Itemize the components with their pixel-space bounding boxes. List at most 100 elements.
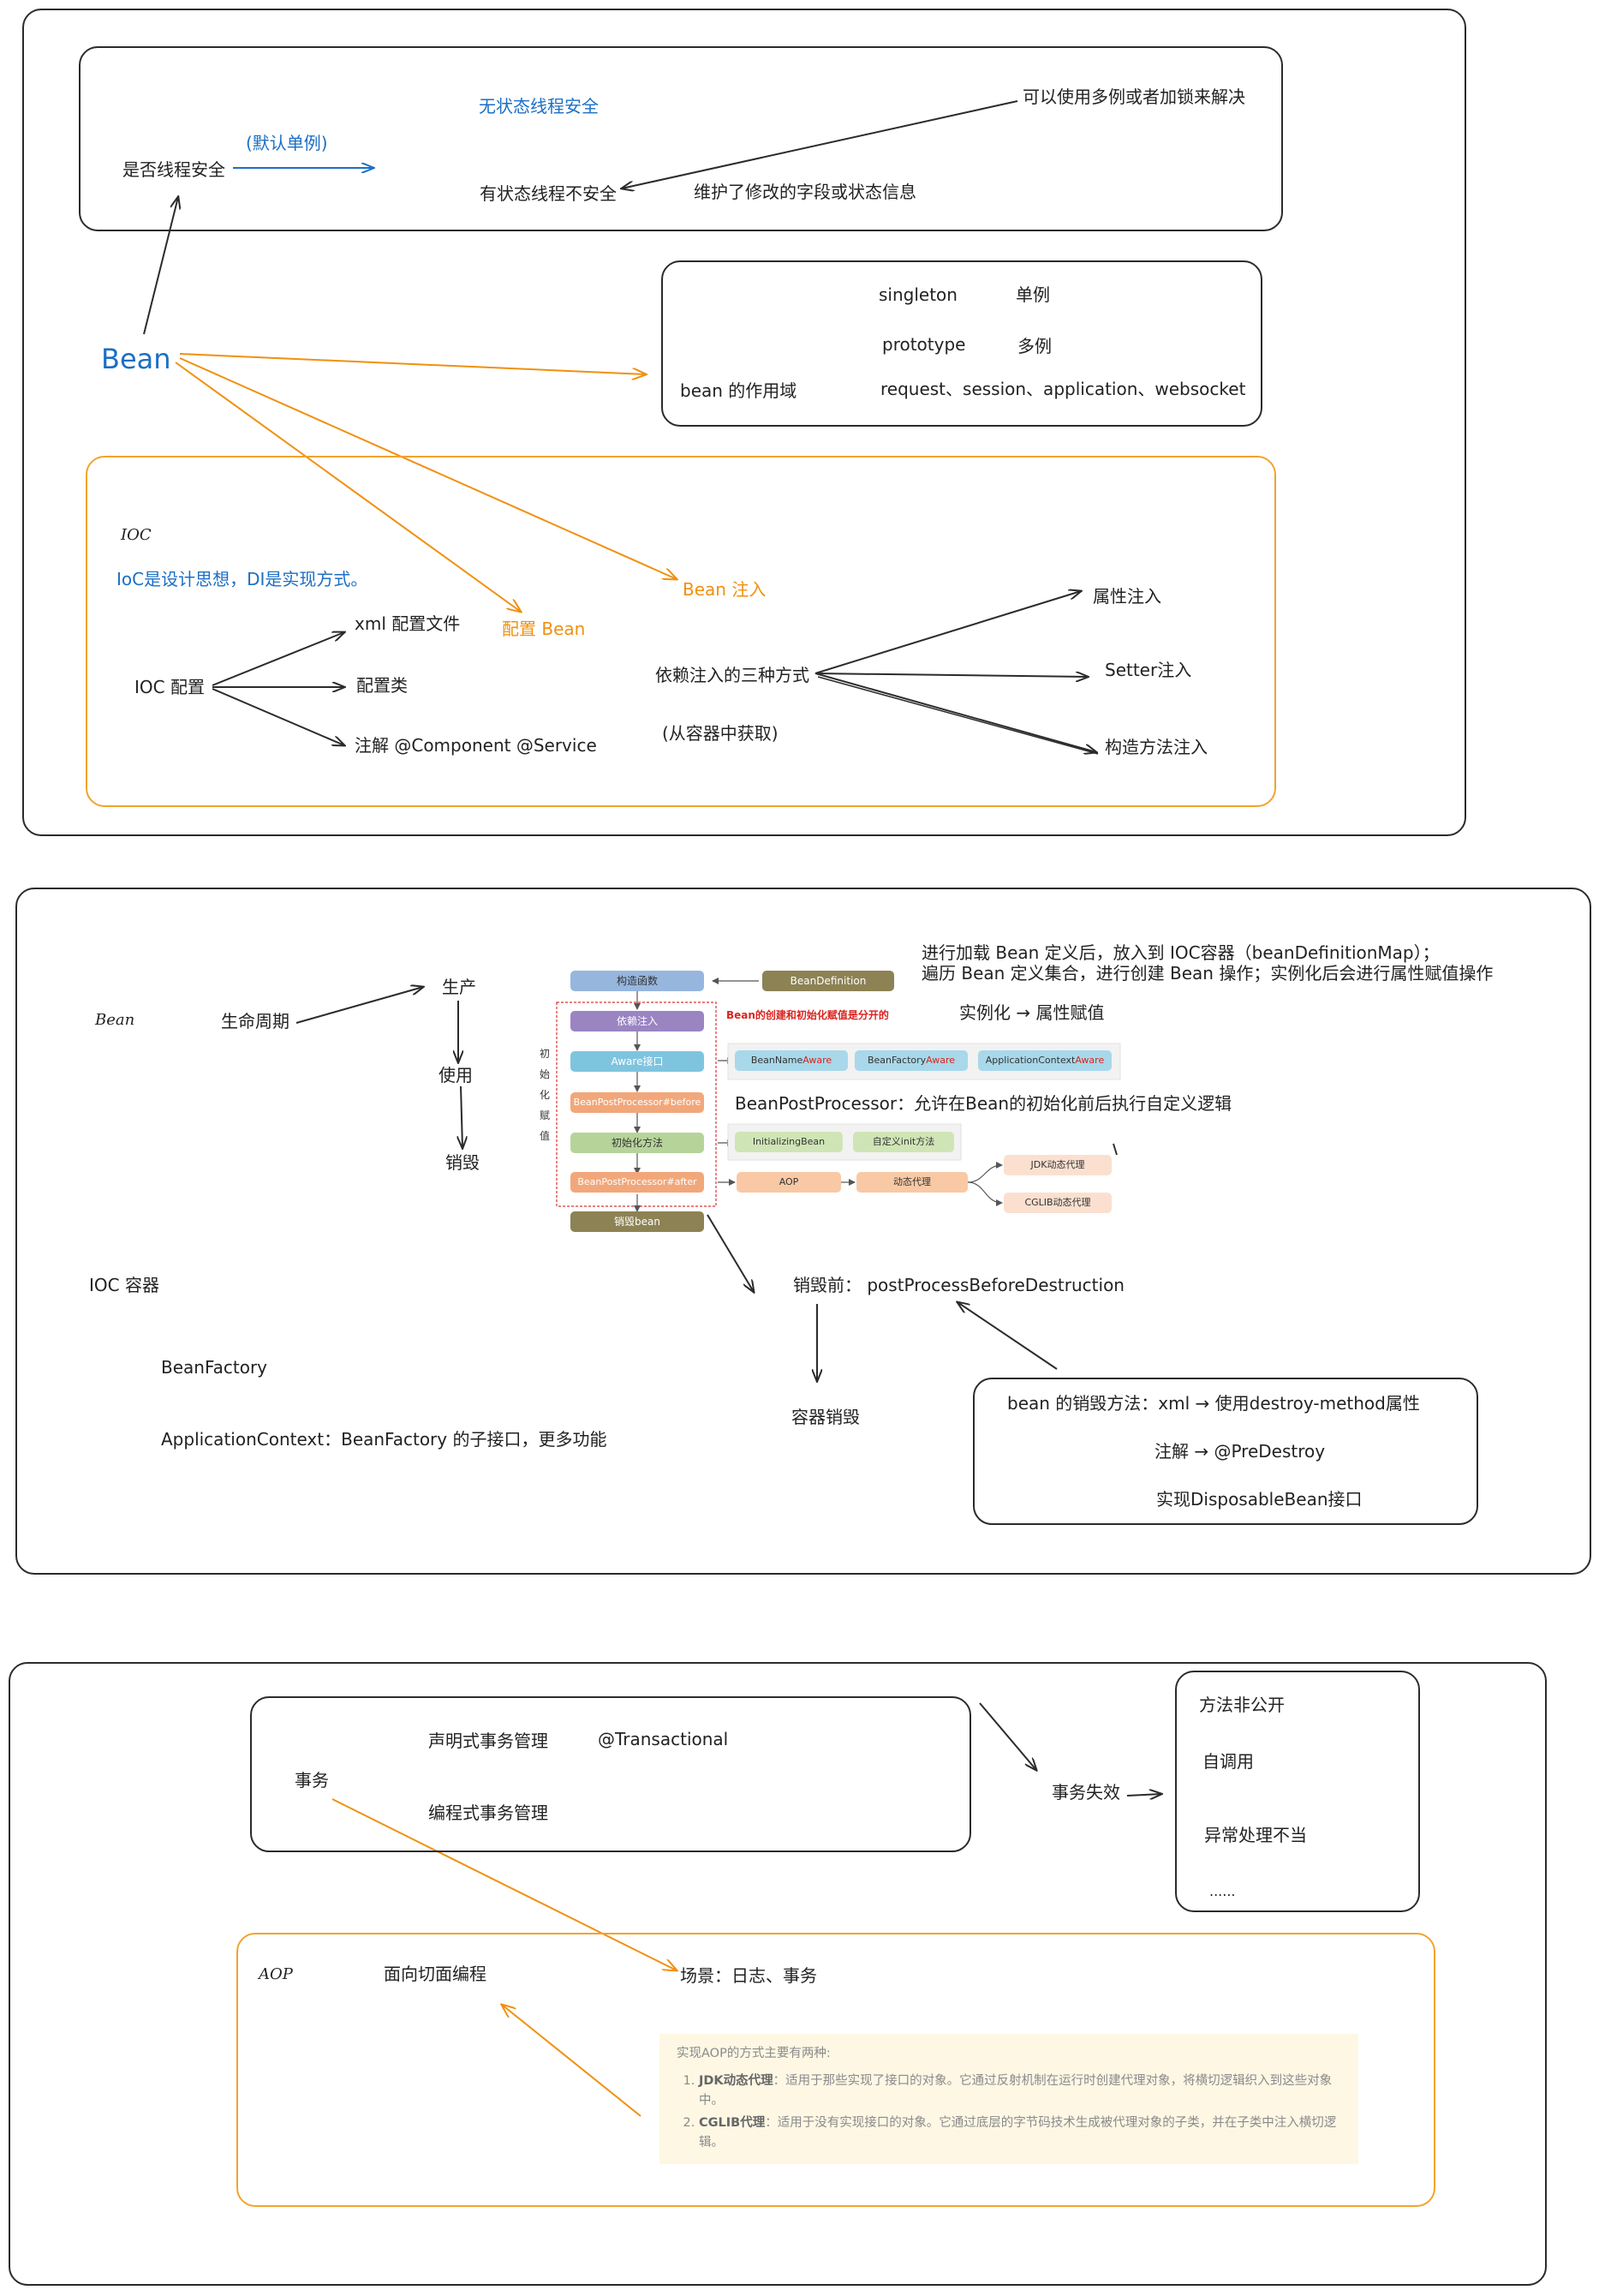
- arrow-ioc-to-xml: [212, 632, 344, 686]
- flow-bean-definition: BeanDefinition: [762, 971, 894, 991]
- ioc-container-label: IOC 容器: [89, 1275, 159, 1295]
- bean-injection-label: Bean 注入: [683, 579, 767, 600]
- lifecycle-bean-label: Bean: [95, 1011, 135, 1029]
- flow-cglib-proxy: CGLIB动态代理: [1004, 1193, 1112, 1213]
- aware-suffix: Aware: [926, 1055, 956, 1066]
- ioc-config-label: IOC 配置: [134, 677, 205, 697]
- arrow-transaction-to-scenario: [331, 1798, 677, 1970]
- declarative-label: 声明式事务管理: [428, 1731, 548, 1751]
- side-char: 值: [539, 1130, 550, 1142]
- aop-note-item-title: CGLIB代理: [699, 2116, 766, 2131]
- thread-safety-box: [79, 46, 1283, 231]
- programmatic-label: 编程式事务管理: [428, 1803, 548, 1823]
- scope-prototype: prototype: [882, 334, 966, 355]
- application-context-label: ApplicationContext：BeanFactory 的子接口，更多功能: [161, 1429, 607, 1450]
- arrow-note-to-aop: [502, 2005, 641, 2117]
- flow-bpp-before: BeanPostProcessor#before: [570, 1092, 704, 1113]
- panel-transaction-aop: [9, 1662, 1547, 2286]
- bean-title: Bean: [101, 343, 171, 375]
- before-destroy-label: 销毁前： postProcessBeforeDestruction: [793, 1275, 1125, 1295]
- flow-bean-name-aware: BeanNameAware: [735, 1050, 848, 1071]
- aop-title: AOP: [259, 1965, 293, 1983]
- lifecycle-desc-line2: 遍历 Bean 定义集合，进行创建 Bean 操作；实例化后会进行属性赋值操作: [922, 963, 1494, 984]
- default-singleton-label: (默认单例): [246, 133, 328, 153]
- scope-singleton: singleton: [879, 284, 958, 305]
- arrow-di-to-constructor: [814, 673, 1096, 752]
- flow-bean-factory-aware: BeanFactoryAware: [855, 1050, 968, 1071]
- arrow-di-to-field: [814, 591, 1081, 674]
- flow-dynamic-proxy: 动态代理: [856, 1172, 968, 1193]
- from-container-label: (从容器中获取): [662, 723, 779, 744]
- aware-suffix: Aware: [1075, 1055, 1105, 1066]
- reason-label: 维护了修改的字段或状态信息: [694, 182, 916, 202]
- arrow-flow-to-before-destroy: [707, 1214, 754, 1292]
- aware-suffix: Aware: [802, 1055, 832, 1066]
- use-label: 使用: [439, 1065, 473, 1085]
- side-char: 始: [539, 1068, 550, 1080]
- cursor-mark: [1113, 1143, 1118, 1156]
- arrow-solution-to-stateful: [622, 100, 1018, 188]
- aop-note-list: JDK动态代理：适用于那些实现了接口的对象。它通过反射机制在运行时创建代理对象，…: [677, 2072, 1341, 2152]
- destroy-method-interface: 实现DisposableBean接口: [1156, 1489, 1363, 1510]
- arrow-ioc-to-annotation: [212, 688, 344, 745]
- arrow-di-to-constructor-2: [817, 676, 1099, 755]
- transactional-label: @Transactional: [598, 1729, 729, 1749]
- scope-prototype-cn: 多例: [1017, 336, 1052, 356]
- scope-label: bean 的作用域: [680, 380, 797, 401]
- instantiate-label: 实例化 → 属性赋值: [959, 1002, 1105, 1023]
- panel-lifecycle: [15, 888, 1591, 1575]
- failure-reason: ......: [1209, 1883, 1236, 1899]
- lifecycle-label: 生命周期: [221, 1011, 289, 1031]
- aop-box: [236, 1933, 1435, 2207]
- destroy-method-annotation: 注解 → @PreDestroy: [1155, 1441, 1326, 1462]
- aware-prefix: BeanName: [750, 1055, 803, 1066]
- aop-note: 实现AOP的方式主要有两种: JDK动态代理：适用于那些实现了接口的对象。它通过…: [659, 2034, 1358, 2164]
- solution-label: 可以使用多例或者加锁来解决: [1023, 87, 1245, 107]
- destroy-methods-box: [973, 1378, 1478, 1525]
- transaction-box: [250, 1696, 971, 1852]
- side-char: 赋: [539, 1109, 550, 1121]
- side-char: 化: [539, 1089, 550, 1101]
- aop-note-item: JDK动态代理：适用于那些实现了接口的对象。它通过反射机制在运行时创建代理对象，…: [699, 2072, 1341, 2110]
- arrow-destroy-methods-to-before: [958, 1302, 1058, 1370]
- bean-factory-label: BeanFactory: [161, 1357, 268, 1378]
- flow-dependency-injection: 依赖注入: [570, 1011, 704, 1031]
- scenario-label: 场景：日志、事务: [680, 1965, 817, 1986]
- flow-initializing-bean: InitializingBean: [735, 1132, 843, 1152]
- aop-note-item: CGLIB代理：适用于没有实现接口的对象。它通过底层的字节码技术生成被代理对象的…: [699, 2114, 1341, 2152]
- flow-init-method: 初始化方法: [570, 1133, 704, 1153]
- flow-constructor: 构造函数: [570, 971, 704, 991]
- arrow-lifecycle-to-produce: [295, 987, 423, 1024]
- aware-prefix: ApplicationContext: [985, 1055, 1076, 1066]
- arrow-use-to-destroy: [461, 1085, 462, 1148]
- flow-custom-init: 自定义init方法: [853, 1132, 954, 1152]
- constructor-injection-label: 构造方法注入: [1105, 737, 1208, 757]
- flow-jdk-proxy: JDK动态代理: [1004, 1155, 1112, 1175]
- destroy-label: 销毁: [445, 1152, 480, 1173]
- flow-bpp-after: BeanPostProcessor#after: [570, 1172, 704, 1193]
- arrow-bean-to-thread-safety: [143, 197, 178, 335]
- stateless-label: 无状态线程安全: [479, 96, 599, 117]
- di-three-label: 依赖注入的三种方式: [655, 665, 809, 685]
- thread-safety-question: 是否线程安全: [122, 159, 225, 180]
- transaction-label: 事务: [295, 1770, 329, 1791]
- flow-aware: Aware接口: [570, 1051, 704, 1072]
- failure-label: 事务失效: [1052, 1782, 1120, 1803]
- arrow-failure-to-reasons: [1126, 1794, 1161, 1796]
- aop-note-item-text: ：适用于没有实现接口的对象。它通过底层的字节码技术生成被代理对象的子类，并在子类…: [699, 2116, 1337, 2150]
- flow-side-label: 初 始 化 赋 值: [538, 1043, 552, 1146]
- flow-note: Bean的创建和初始化赋值是分开的: [726, 1009, 889, 1021]
- side-char: 初: [539, 1048, 550, 1060]
- aop-note-item-title: JDK动态代理: [699, 2074, 773, 2089]
- panel-bean-basics: [22, 9, 1466, 836]
- bpp-desc: BeanPostProcessor：允许在Bean的初始化前后执行自定义逻辑: [735, 1093, 1232, 1114]
- ioc-box: [86, 456, 1276, 807]
- arrow-bean-to-scope: [179, 353, 646, 374]
- aop-desc: 面向切面编程: [384, 1964, 486, 1984]
- scope-singleton-cn: 单例: [1016, 284, 1050, 305]
- arrow-transaction-to-failure: [979, 1702, 1036, 1770]
- setter-injection-label: Setter注入: [1105, 660, 1192, 680]
- ioc-title: IOC: [121, 526, 152, 544]
- field-injection-label: 属性注入: [1093, 586, 1161, 607]
- lifecycle-desc-line1: 进行加载 Bean 定义后，放入到 IOC容器（beanDefinitionMa…: [922, 942, 1440, 963]
